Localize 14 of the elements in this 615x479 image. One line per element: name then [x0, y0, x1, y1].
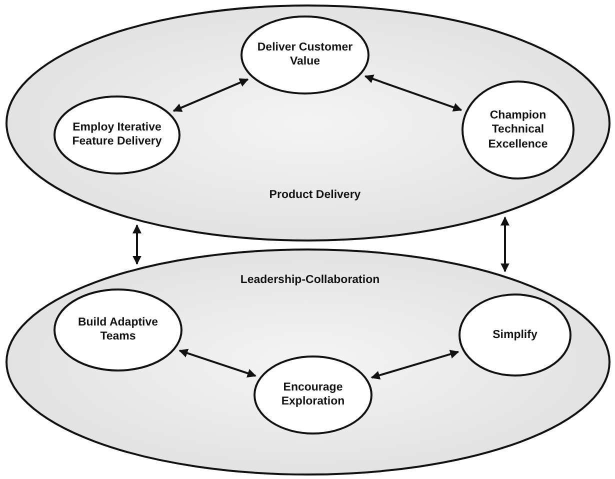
node-label: Deliver Customer Value — [256, 40, 354, 70]
node-label: Champion Technical Excellence — [487, 108, 549, 152]
node-label: Build Adaptive Teams — [76, 316, 160, 344]
double-arrow — [132, 224, 142, 265]
double-arrow — [364, 74, 462, 112]
group-label: Leadership-Collaboration — [239, 272, 381, 288]
node-label: Simplify — [492, 328, 538, 342]
double-arrow — [178, 348, 256, 378]
group-label: Product Delivery — [268, 188, 362, 202]
double-arrow — [370, 350, 460, 380]
double-arrow — [500, 216, 510, 272]
node-label: Encourage Exploration — [280, 380, 346, 410]
double-arrow — [172, 78, 249, 112]
node-label: Employ Iterative Feature Delivery — [71, 120, 163, 150]
